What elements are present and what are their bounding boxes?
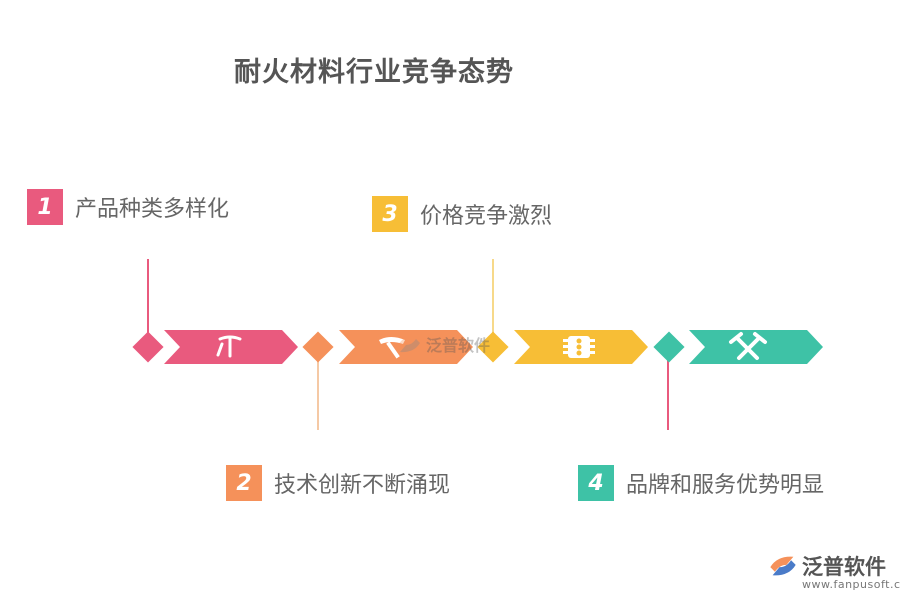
connector-line-4: [667, 358, 669, 430]
timeline-arrow-3: [514, 330, 648, 364]
item-text-1: 产品种类多样化: [75, 197, 230, 222]
connector-line-3: [492, 259, 494, 337]
fanpu-logo-icon: [770, 556, 796, 576]
watermark: 泛普软件: [396, 332, 490, 356]
timeline-arrow-2: [339, 330, 473, 364]
hammer-icon: [379, 337, 405, 359]
brand-url: www.fanpusoft.com: [802, 578, 900, 591]
item-text-4: 品牌和服务优势明显: [626, 473, 825, 498]
item-label-4: 4 品牌和服务优势明显: [578, 465, 824, 501]
item-number-1: 1: [27, 189, 63, 225]
item-label-2: 2 技术创新不断涌现: [226, 465, 450, 501]
brand-logo: 泛普软件: [768, 551, 886, 581]
traffic-light-icon: [563, 336, 595, 358]
item-text-3: 价格竞争激烈: [420, 204, 553, 229]
fanpu-logo-icon: [398, 335, 420, 353]
connector-line-2: [317, 358, 319, 430]
pickaxe-icon: [216, 335, 242, 358]
item-label-3: 3 价格竞争激烈: [372, 196, 552, 232]
timeline-arrow-1: [164, 330, 298, 364]
timeline-diamond-1: [132, 331, 164, 363]
connector-line-1: [147, 259, 149, 337]
crossed-hammers-icon: [729, 332, 767, 360]
item-number-4: 4: [578, 465, 614, 501]
item-number-3: 3: [372, 196, 408, 232]
item-label-1: 1 产品种类多样化: [27, 189, 229, 225]
brand-name: 泛普软件: [802, 555, 886, 579]
item-text-2: 技术创新不断涌现: [274, 473, 451, 498]
item-number-2: 2: [226, 465, 262, 501]
timeline-diamond-2: [302, 331, 334, 363]
timeline-diamond-4: [653, 331, 685, 363]
diagram-title: 耐火材料行业竞争态势: [234, 57, 514, 88]
watermark-text: 泛普软件: [426, 336, 491, 355]
timeline-arrow-4: [689, 330, 823, 364]
